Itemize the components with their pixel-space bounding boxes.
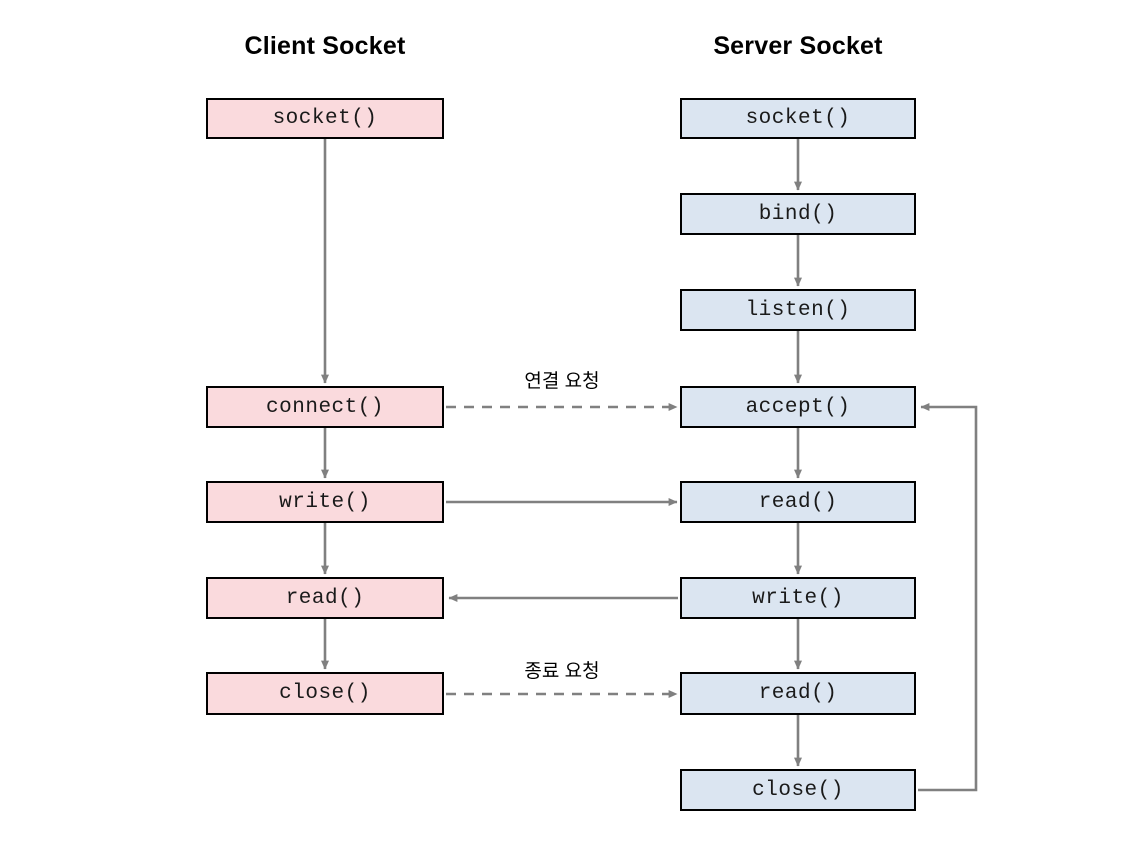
node-server-write[interactable]: write() [680,577,916,619]
node-server-socket[interactable]: socket() [680,98,916,139]
client-column-title: Client Socket [244,32,406,60]
node-server-read-1[interactable]: read() [680,481,916,523]
node-server-accept[interactable]: accept() [680,386,916,428]
edge-label-termination-request: 종료 요청 [524,661,600,682]
node-server-read-2[interactable]: read() [680,672,916,715]
node-server-close[interactable]: close() [680,769,916,811]
node-client-connect[interactable]: connect() [206,386,444,428]
edge-serverclose-to-accept [918,403,978,792]
node-client-read[interactable]: read() [206,577,444,619]
server-column-title: Server Socket [713,32,883,60]
node-server-bind[interactable]: bind() [680,193,916,235]
edge-label-connection-request: 연결 요청 [524,371,600,392]
node-client-close[interactable]: close() [206,672,444,715]
node-client-socket[interactable]: socket() [206,98,444,139]
node-client-write[interactable]: write() [206,481,444,523]
node-server-listen[interactable]: listen() [680,289,916,331]
